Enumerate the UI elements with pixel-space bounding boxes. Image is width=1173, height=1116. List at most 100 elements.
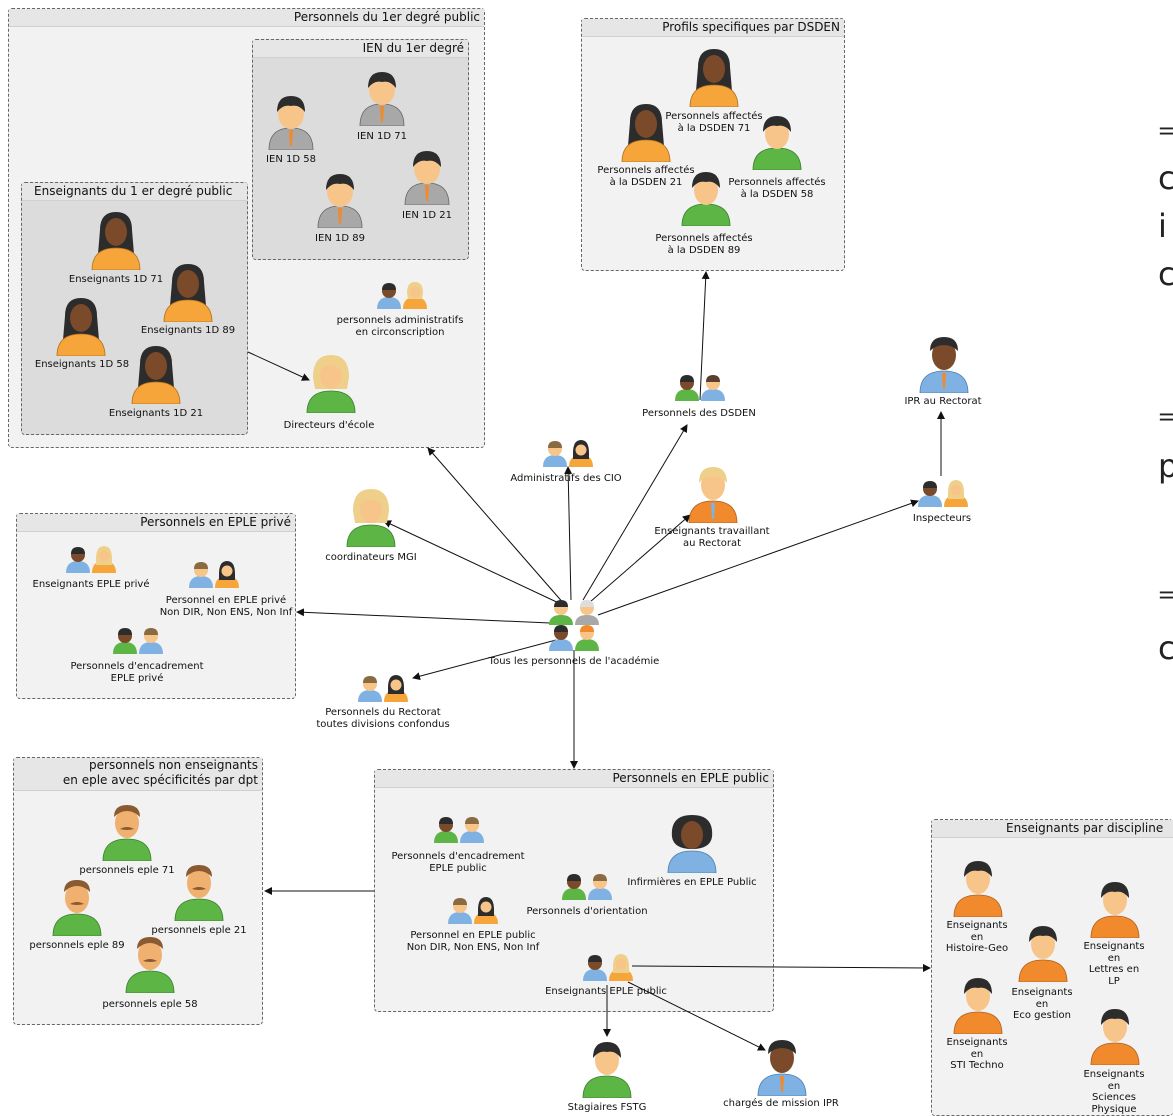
node-label: Enseignants en Histoire-Geo: [945, 920, 1009, 954]
people-pair-icon: [448, 897, 498, 924]
person-icon: [1018, 926, 1068, 982]
person-icon: [163, 264, 213, 322]
node-label: chargés de mission IPR: [723, 1098, 839, 1109]
person-icon: [52, 880, 102, 936]
person-icon: [667, 815, 717, 873]
node-label: IPR au Rectorat: [904, 396, 982, 407]
person-icon: [306, 355, 356, 413]
node-label: personnels eple 21: [151, 925, 247, 936]
arrow: [564, 466, 573, 601]
person-icon: [919, 337, 969, 393]
node-label: Personnels affectés à la DSDEN 71: [665, 111, 763, 134]
arrow: [589, 514, 691, 603]
person-icon: [56, 298, 106, 356]
node-label: IEN 1D 71: [357, 131, 407, 142]
arrow: [412, 639, 557, 681]
group-title: Personnels du 1er degré public: [9, 9, 484, 27]
person-icon: [404, 151, 450, 205]
side-text: ⇒: [1158, 575, 1173, 613]
person-icon: [689, 49, 739, 107]
person-icon: [681, 172, 731, 226]
node-label: Infirmières en EPLE Public: [627, 877, 757, 888]
people-pair-icon: [918, 480, 968, 507]
person-icon: [125, 937, 175, 993]
group-title: Personnels en EPLE public: [375, 770, 773, 788]
arrow: [699, 271, 710, 401]
node-label: Personnel en EPLE privé Non DIR, Non ENS…: [159, 595, 293, 618]
person-icon: [752, 116, 802, 170]
person-icon: [359, 72, 405, 126]
node-label: Enseignants EPLE public: [545, 986, 667, 997]
person-icon: [346, 489, 396, 547]
node-label: Enseignants 1D 89: [140, 325, 236, 336]
side-text: p: [1158, 447, 1173, 485]
group-title: Personnels en EPLE privé: [17, 514, 295, 532]
node-label: Enseignants 1D 58: [34, 359, 130, 370]
node-label: Inspecteurs: [912, 513, 972, 524]
person-icon: [174, 865, 224, 921]
person-icon: [268, 96, 314, 150]
side-text: i: [1158, 207, 1167, 245]
side-text: c: [1158, 629, 1173, 667]
node-label: Personnels d'orientation: [526, 906, 648, 917]
node-label: Personnel en EPLE public Non DIR, Non EN…: [406, 930, 540, 953]
node-label: Personnels d'encadrement EPLE privé: [70, 661, 204, 684]
person-icon: [688, 467, 738, 523]
node-label: Enseignants en Lettres en LP: [1083, 941, 1145, 987]
arrow: [627, 981, 766, 1051]
node-label: Enseignants EPLE privé: [32, 579, 150, 590]
node-label: personnels eple 58: [102, 999, 198, 1010]
node-label: Personnels affectés à la DSDEN 58: [728, 177, 826, 200]
node-label: Enseignants en Sciences Physique: [1083, 1069, 1145, 1115]
arrow: [383, 520, 564, 606]
people-pair-icon: [434, 817, 484, 843]
person-icon: [953, 861, 1003, 917]
node-label: Stagiaires FSTG: [567, 1102, 647, 1113]
people-group-icon: [549, 600, 599, 651]
person-icon: [91, 212, 141, 270]
person-icon: [1090, 882, 1140, 938]
arrow: [247, 351, 310, 381]
node-label: Personnels du Rectorat toutes divisions …: [316, 707, 450, 730]
person-icon: [757, 1040, 807, 1096]
node-label: Enseignants 1D 21: [108, 408, 204, 419]
group-title: Enseignants par discipline: [932, 820, 1173, 838]
person-icon: [317, 174, 363, 228]
person-icon: [1090, 1009, 1140, 1065]
arrow: [427, 447, 566, 606]
node-label: Personnels affectés à la DSDEN 89: [655, 233, 753, 256]
people-pair-icon: [675, 375, 725, 401]
person-icon: [953, 978, 1003, 1034]
people-pair-icon: [562, 874, 612, 900]
people-pair-icon: [543, 440, 593, 467]
side-text: ⇒: [1158, 397, 1173, 435]
side-text: c: [1158, 255, 1173, 293]
person-icon: [621, 104, 671, 162]
arrow: [296, 608, 551, 624]
group-non-enseignants: personnels non enseignants en eple avec …: [13, 757, 263, 1025]
node-label: personnels eple 71: [79, 865, 175, 876]
group-eple-prive: Personnels en EPLE privé: [16, 513, 296, 699]
group-title: Enseignants du 1 er degré public: [22, 183, 247, 201]
people-pair-icon: [583, 954, 633, 981]
node-label: Administratifs des CIO: [510, 473, 622, 484]
arrow: [582, 424, 688, 601]
node-label: coordinateurs MGI: [325, 552, 417, 563]
people-pair-icon: [189, 561, 239, 588]
person-icon: [131, 346, 181, 404]
node-label: Enseignants en STI Techno: [946, 1037, 1008, 1071]
node-label: personnels administratifs en circonscrip…: [336, 315, 464, 338]
node-label: IEN 1D 89: [315, 233, 365, 244]
side-text: ⇒: [1158, 111, 1173, 149]
people-pair-icon: [113, 628, 163, 654]
node-label: IEN 1D 58: [266, 154, 316, 165]
node-label: IEN 1D 21: [402, 210, 452, 221]
node-label: Enseignants travaillant au Rectorat: [654, 526, 770, 549]
people-pair-icon: [358, 675, 408, 702]
arrow: [597, 499, 919, 616]
group-title: Profils specifiques par DSDEN: [582, 19, 844, 37]
node-label: Personnels d'encadrement EPLE public: [391, 851, 525, 874]
node-label: Personnels des DSDEN: [642, 408, 756, 419]
node-label: Enseignants en Eco gestion: [1011, 987, 1073, 1021]
